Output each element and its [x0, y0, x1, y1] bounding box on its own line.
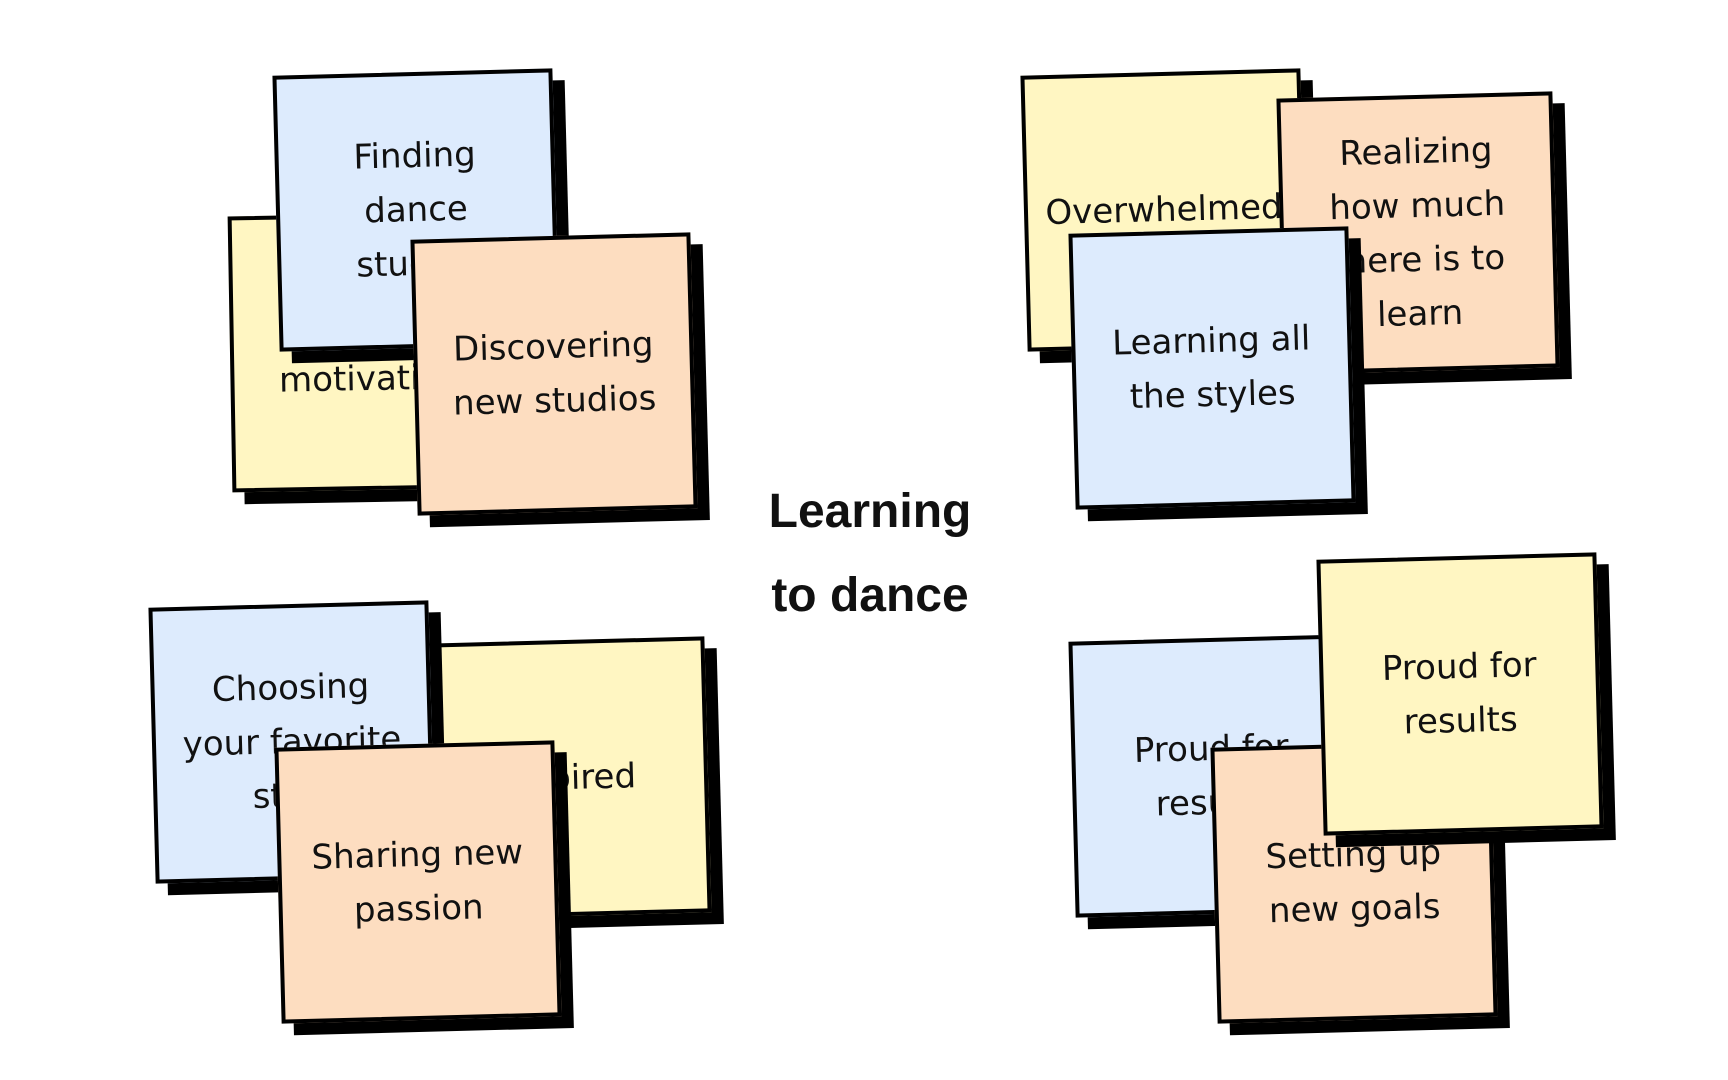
board-title-line1: Learning: [768, 485, 972, 538]
sticky-note-text: Sharing new passion: [310, 832, 524, 931]
sticky-note-text: Discovering new studios: [452, 324, 657, 424]
sticky-note-text: Setting up new goals: [1264, 832, 1442, 932]
sticky-note-text: Learning all the styles: [1111, 318, 1311, 418]
sticky-note-orange[interactable]: Discovering new studios: [410, 232, 698, 516]
sticky-note-orange[interactable]: Sharing new passion: [274, 740, 562, 1024]
board-title: Learning to dance: [730, 470, 1010, 638]
board-title-line2: to dance: [771, 569, 969, 622]
sticky-note-text: Proud for results: [1381, 644, 1538, 743]
sticky-note-blue[interactable]: Learning all the styles: [1068, 226, 1356, 510]
sticky-note-yellow[interactable]: Proud for results: [1316, 552, 1604, 836]
